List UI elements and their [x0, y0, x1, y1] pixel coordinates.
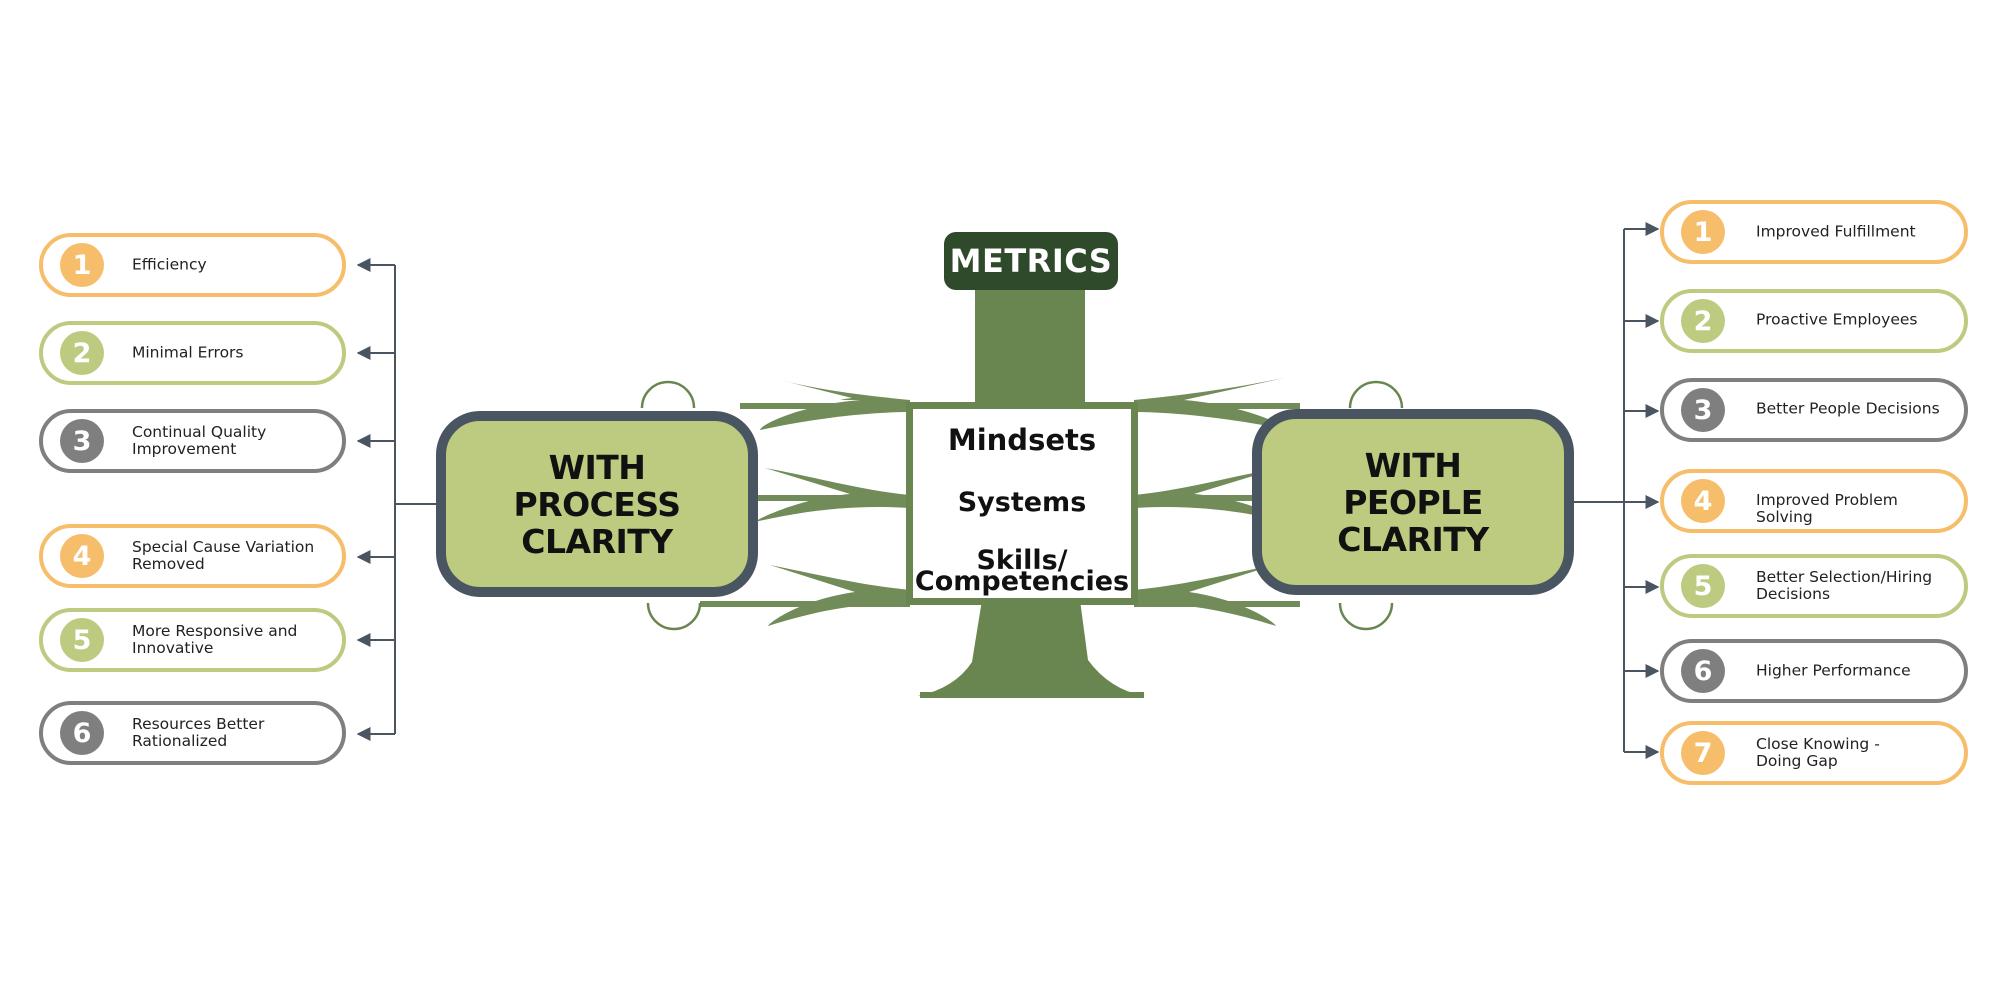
left-item-5: 5 More Responsive and Innovative [39, 608, 346, 672]
item-label: Better People Decisions [1756, 399, 1940, 418]
right-item-4: 4 Improved Problem Solving [1660, 469, 1968, 533]
right-connectors [1572, 222, 1660, 759]
right-item-2: 2 Proactive Employees [1660, 289, 1968, 353]
process-clarity-box: WITH PROCESS CLARITY [436, 411, 758, 597]
center-item-systems: Systems [957, 487, 1087, 518]
right-item-6: 6 Higher Performance [1660, 639, 1968, 703]
item-label: Improved Fulfillment [1756, 222, 1916, 241]
item-label: Close Knowing - Doing Gap [1756, 735, 1880, 770]
right-item-5: 5 Better Selection/Hiring Decisions [1660, 554, 1968, 618]
left-connectors [356, 258, 436, 741]
number-badge: 3 [60, 419, 104, 463]
right-item-7: 7 Close Knowing - Doing Gap [1660, 721, 1968, 785]
item-label: Better Selection/Hiring Decisions [1756, 568, 1933, 603]
metrics-text: METRICS [949, 242, 1113, 280]
tree-branches-left [700, 380, 910, 626]
number-badge: 5 [60, 618, 104, 662]
right-item-1: 1 Improved Fulfillment [1660, 200, 1968, 264]
item-label: Higher Performance [1756, 661, 1911, 680]
center-item-skills: Skills/ [976, 545, 1068, 576]
center-box: Mindsets Systems Skills/ Competencies [906, 402, 1138, 605]
number-badge: 2 [60, 331, 104, 375]
decorative-arcs [640, 380, 1404, 631]
item-label: Proactive Employees [1756, 310, 1918, 329]
left-item-2: 2 Minimal Errors [39, 321, 346, 385]
number-badge: 6 [60, 711, 104, 755]
item-label: Minimal Errors [132, 343, 244, 362]
right-item-3: 3 Better People Decisions [1660, 378, 1968, 442]
number-badge: 1 [60, 243, 104, 287]
item-label: Improved Problem Solving [1756, 491, 1898, 526]
left-item-4: 4 Special Cause Variation Removed [39, 524, 346, 588]
item-label: Resources Better Rationalized [132, 715, 265, 750]
number-badge: 1 [1681, 210, 1725, 254]
center-item-competencies: Competencies [914, 566, 1130, 597]
number-badge: 4 [1681, 479, 1725, 523]
item-label: More Responsive and Innovative [132, 622, 298, 657]
number-badge: 4 [60, 534, 104, 578]
number-badge: 3 [1681, 388, 1725, 432]
item-label: Special Cause Variation Removed [132, 538, 315, 573]
left-item-3: 3 Continual Quality Improvement [39, 409, 346, 473]
process-clarity-title: WITH PROCESS CLARITY [513, 447, 681, 561]
item-label: Continual Quality Improvement [132, 423, 267, 458]
number-badge: 7 [1681, 731, 1725, 775]
people-clarity-title: WITH PEOPLE CLARITY [1337, 445, 1489, 559]
number-badge: 2 [1681, 299, 1725, 343]
left-item-6: 6 Resources Better Rationalized [39, 701, 346, 765]
number-badge: 5 [1681, 564, 1725, 608]
number-badge: 6 [1681, 649, 1725, 693]
left-item-1: 1 Efficiency [39, 233, 346, 297]
center-item-mindsets: Mindsets [947, 423, 1097, 457]
item-label: Efficiency [132, 255, 207, 274]
people-clarity-box: WITH PEOPLE CLARITY [1252, 409, 1574, 595]
tree-trunk [918, 288, 1145, 698]
metrics-label: METRICS [944, 232, 1118, 290]
